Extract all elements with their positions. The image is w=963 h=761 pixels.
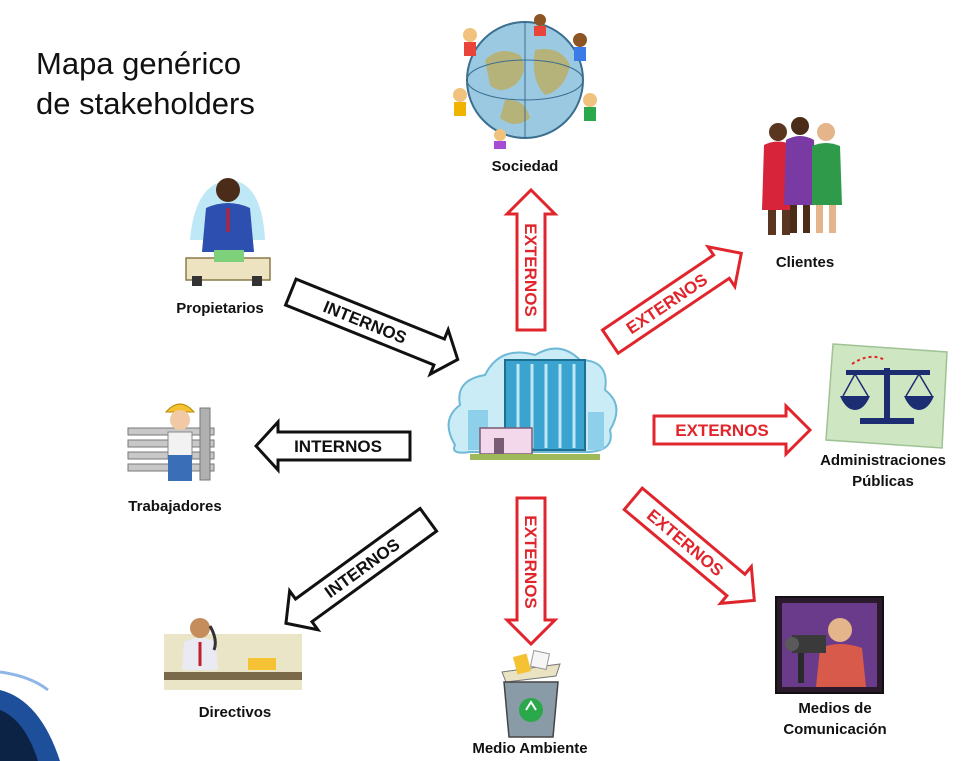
title-line-2: de stakeholders — [36, 86, 255, 121]
label-trabajadores: Trabajadores — [128, 498, 222, 515]
arrow-internos-propietarios: INTERNOS — [283, 277, 460, 378]
arrow-label-internos-3: INTERNOS — [321, 535, 403, 602]
arrow-label-externos-4: EXTERNOS — [643, 506, 727, 581]
label-propietarios: Propietarios — [176, 300, 264, 317]
customers-icon — [762, 117, 842, 235]
globe-people-icon — [453, 14, 597, 149]
label-administraciones-line2: Públicas — [852, 473, 914, 490]
company-building-icon — [447, 347, 618, 460]
arrow-externos-administraciones: EXTERNOS — [652, 402, 813, 458]
arrow-label-externos-1: EXTERNOS — [521, 223, 540, 317]
arrow-label-externos-5: EXTERNOS — [521, 515, 540, 609]
cameraman-icon — [775, 596, 884, 694]
arrow-externos-clientes: EXTERNOS — [600, 244, 744, 356]
label-medios: Medios de Comunicación — [770, 698, 900, 740]
arrow-internos-trabajadores: INTERNOS — [253, 418, 412, 474]
arrow-label-externos-2: EXTERNOS — [623, 270, 711, 338]
label-directivos: Directivos — [198, 704, 272, 721]
arrow-externos-sociedad: EXTERNOS — [503, 187, 559, 332]
arrow-label-externos-3: EXTERNOS — [675, 421, 769, 440]
label-clientes: Clientes — [775, 254, 835, 271]
label-medios-line2: Comunicación — [783, 721, 887, 738]
label-medios-line1: Medios de — [798, 700, 872, 717]
title-line-1: Mapa genérico — [36, 46, 242, 81]
recycling-bin-icon — [501, 649, 561, 738]
label-administraciones: Administraciones Públicas — [808, 450, 958, 492]
justice-scales-icon — [825, 343, 948, 449]
label-sociedad: Sociedad — [491, 158, 559, 175]
construction-worker-icon — [127, 403, 215, 481]
arrow-externos-medios: EXTERNOS — [622, 486, 756, 606]
owner-businessman-icon — [185, 178, 271, 286]
arrow-externos-medio-ambiente: EXTERNOS — [503, 496, 559, 647]
arrow-internos-directivos: INTERNOS — [284, 506, 439, 632]
page-title: Mapa genérico de stakeholders — [36, 44, 255, 124]
label-administraciones-line1: Administraciones — [820, 452, 946, 469]
arrow-label-internos-2: INTERNOS — [294, 437, 382, 456]
executive-icon — [164, 618, 302, 690]
slide-corner-accent — [0, 670, 60, 761]
label-medio-ambiente: Medio Ambiente — [472, 740, 588, 757]
